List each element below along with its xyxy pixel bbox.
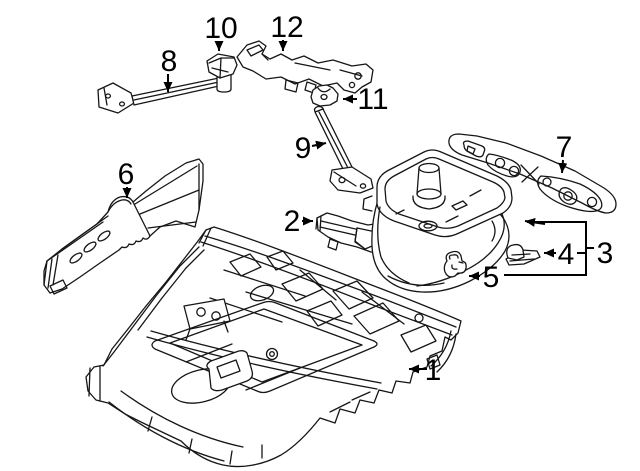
callout-3-label: 3 (597, 237, 614, 270)
callout-9-arrow (311, 140, 327, 150)
callout-2: 2 (284, 205, 313, 238)
part-7-support-brace (448, 133, 617, 214)
part-5-clip (443, 250, 467, 278)
part-12-crossmember-bracket (236, 40, 374, 94)
callout-3-arrow (524, 218, 546, 227)
callout-2-label: 2 (284, 205, 301, 238)
part-3-tray-assembly (362, 149, 513, 293)
callout-6-label: 6 (118, 158, 135, 191)
part-6-apron-rail (43, 158, 204, 295)
callout-7-label: 7 (556, 131, 573, 164)
part-11-clamp (310, 84, 339, 107)
callout-10-label: 10 (204, 12, 237, 45)
part-4-corner-bracket (505, 243, 541, 266)
part-1-front-body-structure (85, 226, 462, 468)
callout-11-label: 11 (357, 83, 388, 116)
callout-12: 12 (270, 11, 304, 51)
callout-9-label: 9 (295, 132, 312, 165)
callout-7: 7 (556, 131, 573, 174)
callout-4-label: 4 (558, 238, 575, 271)
callout-10: 10 (204, 12, 238, 51)
callout-12-label: 12 (270, 11, 303, 44)
callout-3: 3 (504, 218, 614, 276)
part-9-support-rod (313, 105, 374, 194)
callout-5-label: 5 (483, 261, 500, 294)
part-10-mount-block (206, 53, 238, 79)
callout-8: 8 (161, 45, 178, 92)
callout-6: 6 (118, 158, 135, 198)
callout-9: 9 (295, 132, 327, 165)
callout-7-arrow (558, 159, 568, 174)
callout-11: 11 (343, 83, 389, 116)
callout-4: 4 (544, 238, 586, 271)
callout-8-label: 8 (161, 45, 178, 78)
callout-5: 5 (469, 261, 499, 294)
callout-1: 1 (409, 354, 441, 387)
callout-1-label: 1 (425, 354, 442, 387)
